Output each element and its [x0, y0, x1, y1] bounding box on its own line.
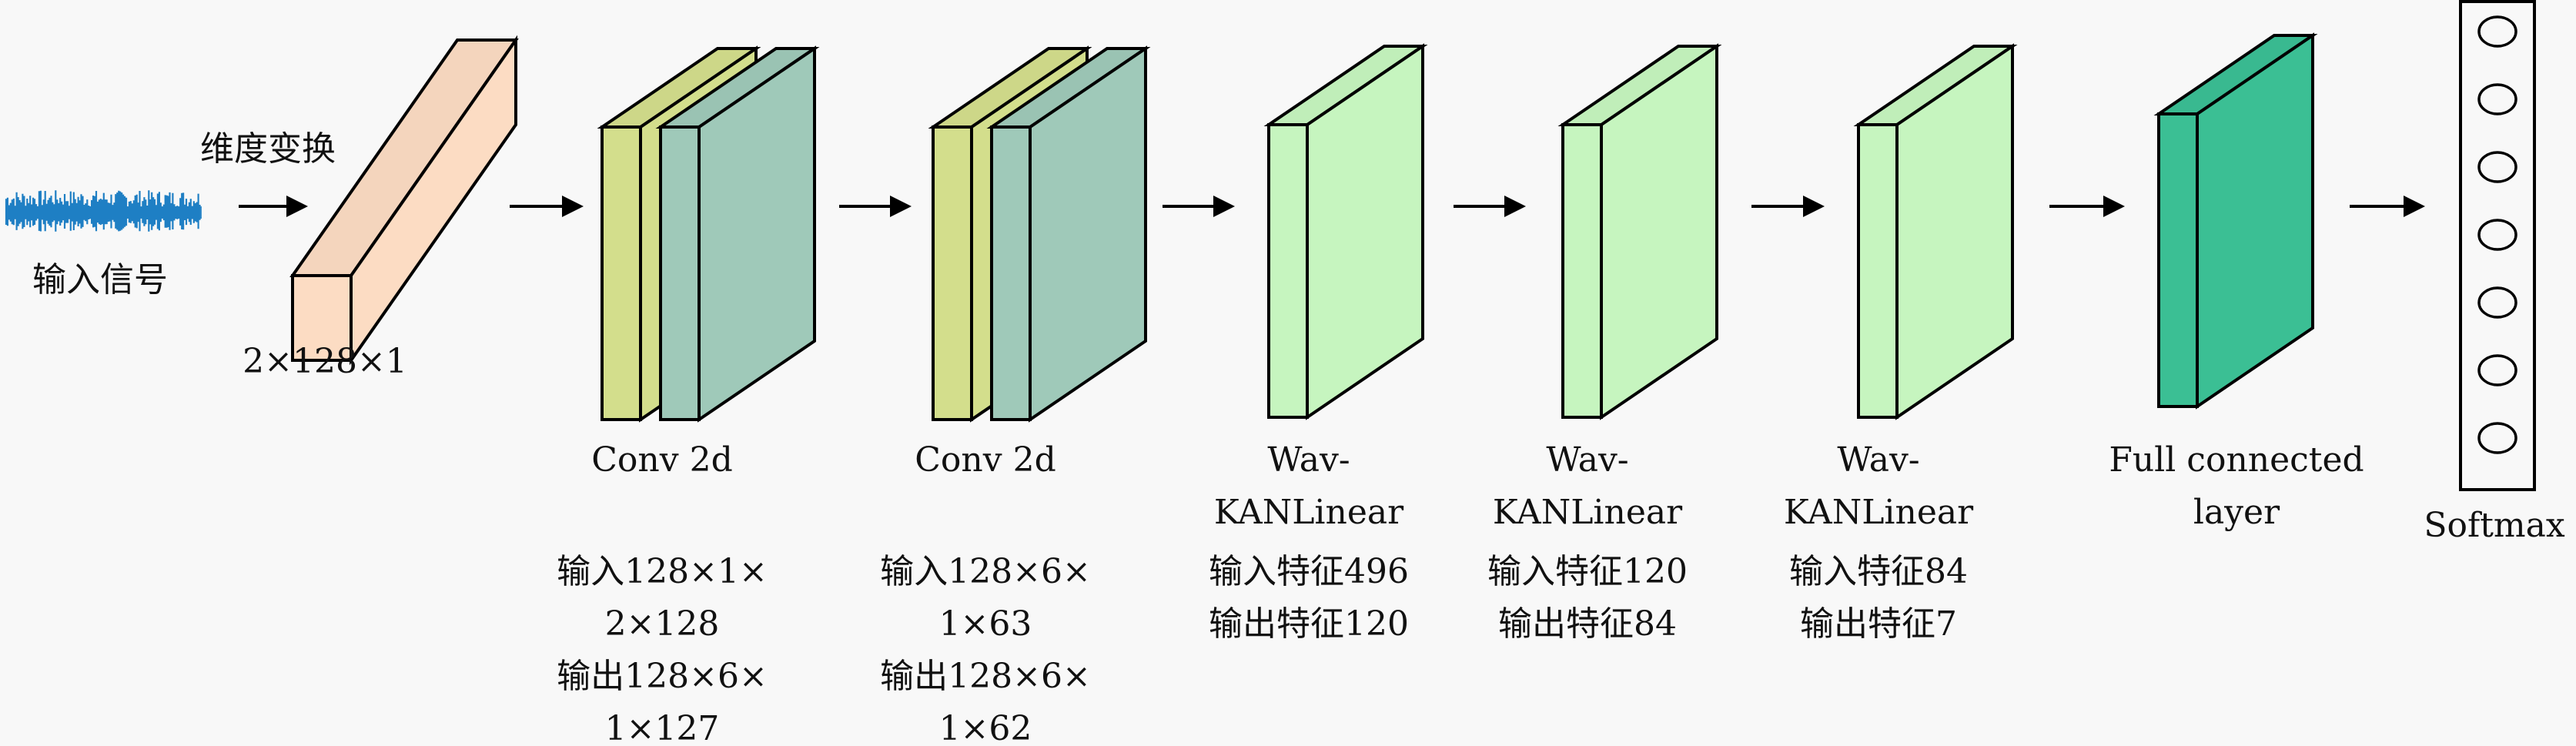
front-face [1857, 123, 1899, 419]
layer-title: KANLinear [1214, 493, 1404, 532]
layer-detail: 输入特征496 [1209, 552, 1409, 591]
layer-fc: Full connected layer [2109, 32, 2364, 532]
layer-title: Wav- [1267, 440, 1350, 480]
arrow-head [562, 196, 584, 217]
arrow-head [2404, 196, 2425, 217]
layer-detail: 输出特征84 [1498, 604, 1677, 644]
arrow-head [1504, 196, 1526, 217]
kan-block [1853, 43, 2018, 420]
layer-title: Wav- [1546, 440, 1628, 480]
front-face [601, 125, 642, 421]
input-signal-waveform [5, 190, 202, 232]
layer-detail: 输入特征84 [1789, 552, 1968, 591]
input-signal-label: 输入信号 [32, 260, 168, 299]
kan-block [1557, 43, 1722, 420]
input-shape-label: 2×128×1 [243, 342, 407, 381]
layer-detail: 输出128×6× [880, 657, 1091, 696]
conv-feature-map-back [655, 45, 820, 423]
layer-detail: 输入128×1× [557, 552, 768, 591]
softmax-node-icon [2477, 151, 2517, 183]
arrow-icon [239, 196, 308, 217]
layer-detail: 输入特征120 [1487, 552, 1688, 591]
waveform-band [6, 206, 202, 219]
transform-label: 维度变换 [200, 129, 336, 169]
arrow-icon [1163, 196, 1235, 217]
softmax-block [2459, 0, 2536, 491]
arrow-head [1803, 196, 1825, 217]
arrow-icon [2049, 196, 2125, 217]
layer-conv1: Conv 2d 输入128×1× 2×128 输出128×6× 1×127 [557, 45, 820, 746]
softmax-label: Softmax [2424, 506, 2565, 545]
layer-detail: 1×63 [939, 604, 1032, 644]
layer-title: KANLinear [1784, 493, 1974, 532]
front-face [659, 125, 701, 421]
arrow-head [890, 196, 912, 217]
input-block [289, 35, 519, 366]
layer-detail: 输入128×6× [880, 552, 1091, 591]
front-face [2157, 112, 2199, 408]
layer-detail: 输出特征120 [1209, 604, 1409, 644]
arrow-head [2103, 196, 2125, 217]
layer-kan1: Wav- KANLinear 输入特征496 输出特征120 [1209, 43, 1428, 644]
layer-conv2: Conv 2d 输入128×6× 1×63 输出128×6× 1×62 [880, 45, 1151, 746]
layer-kan2: Wav- KANLinear 输入特征120 输出特征84 [1487, 43, 1722, 644]
layer-detail: 1×62 [939, 709, 1032, 746]
layer-detail: 1×127 [605, 709, 720, 746]
layer-kan3: Wav- KANLinear 输入特征84 输出特征7 [1784, 43, 2018, 644]
conv-feature-map-back [986, 45, 1151, 423]
layer-title: KANLinear [1493, 493, 1683, 532]
layer-detail: 输出128×6× [557, 657, 768, 696]
front-face [1267, 123, 1309, 419]
layer-title: Conv 2d [591, 440, 733, 480]
softmax-frame [2459, 0, 2536, 491]
layer-detail: 2×128 [605, 604, 720, 644]
arrow-icon [1751, 196, 1825, 217]
layer-title: Conv 2d [915, 440, 1056, 480]
input-bar [289, 35, 519, 366]
softmax-node-icon [2477, 286, 2517, 319]
softmax-node-icon [2477, 83, 2517, 115]
kan-block [1263, 43, 1428, 420]
layer-detail: 输出特征7 [1800, 604, 1957, 644]
layer-title: Wav- [1837, 440, 1919, 480]
front-face [990, 125, 1032, 421]
arrow-icon [839, 196, 912, 217]
arrow-icon [2350, 196, 2425, 217]
softmax-node-icon [2477, 422, 2517, 454]
softmax-node-icon [2477, 219, 2517, 251]
front-face [1561, 123, 1603, 419]
arrow-head [1213, 196, 1235, 217]
fc-block [2153, 32, 2318, 410]
softmax-node-icon [2477, 354, 2517, 386]
softmax-node-icon [2477, 15, 2517, 48]
layer-title: layer [2193, 493, 2280, 532]
arrow-head [286, 196, 308, 217]
front-face [932, 125, 973, 421]
arrow-icon [1454, 196, 1526, 217]
layer-title: Full connected [2109, 440, 2364, 480]
flow-arrows [239, 196, 2425, 217]
arrow-icon [510, 196, 584, 217]
front-face [291, 274, 353, 362]
